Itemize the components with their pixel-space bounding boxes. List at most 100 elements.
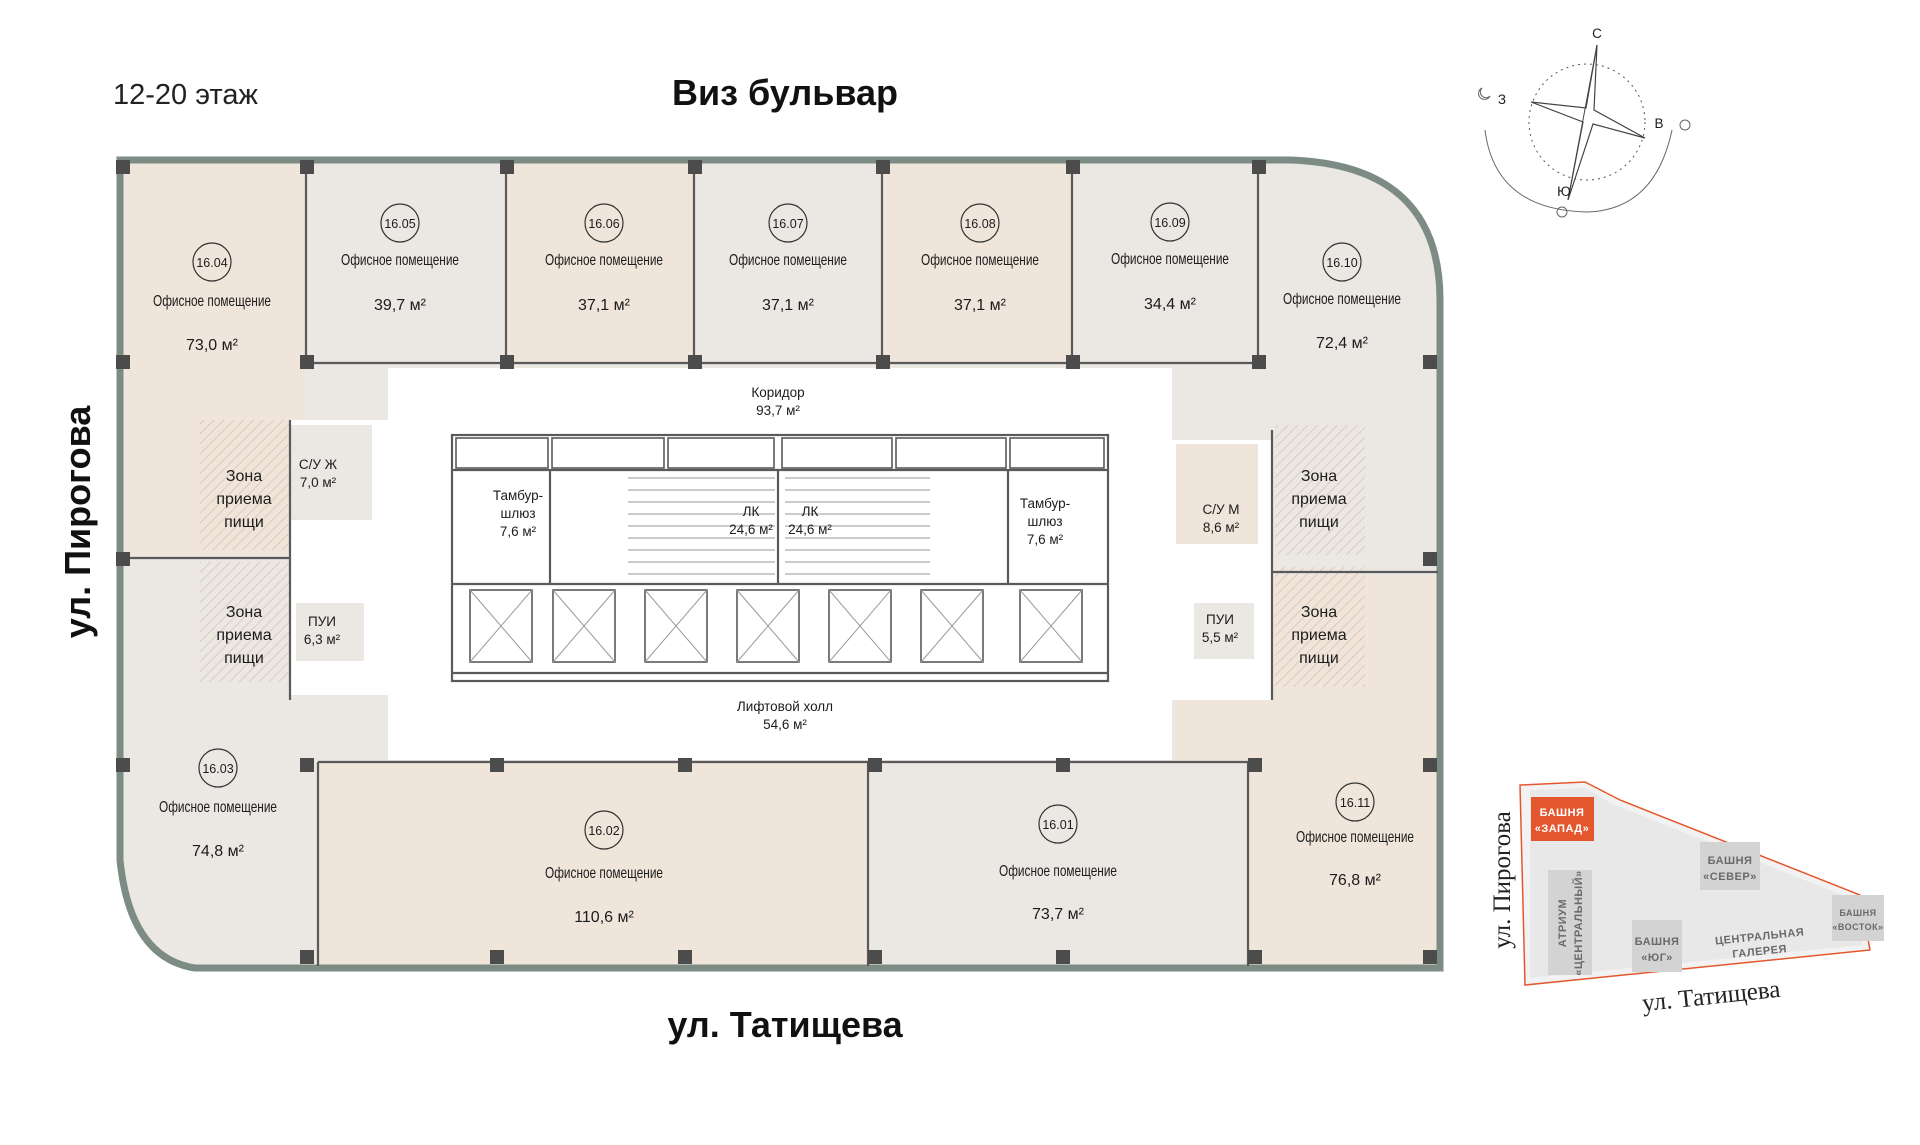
wc-m-area: 8,6 м² (1203, 520, 1240, 535)
office-16-11-badge (1335, 782, 1375, 822)
office-16-10[interactable]: 16.10 Офисное помещение 72,4 м² (1283, 242, 1401, 352)
tower-north-line2: «СЕВЕР» (1703, 871, 1757, 883)
office-16-09[interactable]: 16.09 Офисное помещение 34,4 м² (1111, 202, 1229, 313)
tower-east-line1: БАШНЯ (1839, 908, 1876, 918)
tambur-left-name2: шлюз (500, 506, 535, 521)
partitions (122, 163, 1438, 966)
office-16-03-name: Офисное помещение (159, 799, 277, 816)
wc-f-fill (290, 425, 372, 520)
food-zone-line3: пищи (1299, 650, 1339, 667)
stairs (628, 477, 930, 575)
office-16-05-area: 39,7 м² (374, 297, 427, 314)
food-zone-line1: Зона (226, 604, 262, 621)
pui-left-name: ПУИ (308, 614, 336, 629)
food-zone-right-top-hatch (1275, 425, 1365, 555)
sun-south-icon (1556, 206, 1568, 218)
structural-columns (116, 160, 1437, 964)
food-zone-right-bottom-hatch (1275, 567, 1365, 687)
food-zone-line3: пищи (224, 514, 264, 531)
office-16-08-name: Офисное помещение (921, 252, 1039, 269)
office-16-02-badge (584, 810, 624, 850)
compass-east: В (1654, 116, 1663, 131)
office-16-07-id: 16.07 (772, 217, 803, 231)
office-16-05[interactable]: 16.05 Офисное помещение 39,7 м² (341, 203, 459, 314)
office-16-11-id: 16.11 (1340, 796, 1370, 810)
office-16-06-badge (584, 203, 624, 243)
pui-right-area: 5,5 м² (1202, 630, 1239, 645)
office-zone-16-06 (506, 163, 694, 363)
office-16-06[interactable]: 16.06 Офисное помещение 37,1 м² (545, 203, 663, 314)
elevator-crosses (469, 589, 1083, 663)
office-16-10-badge (1322, 242, 1362, 282)
tower-east-block (1832, 895, 1884, 941)
food-zone-line2: приема (1291, 491, 1346, 508)
lift-hall-area: 54,6 м² (763, 717, 807, 732)
tower-west-block (1531, 797, 1594, 841)
site-inner (1530, 788, 1862, 978)
tambur-right-name2: шлюз (1027, 514, 1062, 529)
office-16-05-badge (380, 203, 420, 243)
office-16-09-area: 34,4 м² (1144, 296, 1197, 313)
compass-north: С (1592, 26, 1602, 41)
office-zone-16-02 (318, 762, 868, 965)
pui-left-fill (296, 603, 364, 661)
food-zone-line3: пищи (224, 650, 264, 667)
lift-hall-name: Лифтовой холл (737, 699, 833, 714)
office-16-11-area: 76,8 м² (1329, 872, 1382, 889)
office-16-08[interactable]: 16.08 Офисное помещение 37,1 м² (921, 203, 1039, 314)
corridor-area: 93,7 м² (756, 403, 800, 418)
atrium-line1: АТРИУМ (1557, 899, 1569, 947)
pui-left-area: 6,3 м² (304, 632, 341, 647)
wc-f-area: 7,0 м² (300, 475, 337, 490)
office-zone-16-08 (882, 163, 1072, 363)
tower-south-line2: «ЮГ» (1641, 952, 1672, 964)
office-16-04-badge (192, 242, 232, 282)
tower-north-block (1700, 842, 1760, 890)
food-zone-line1: Зона (1301, 604, 1337, 621)
core-storage-blocks (455, 437, 1105, 469)
office-16-02-id: 16.02 (588, 824, 619, 838)
office-16-02[interactable]: 16.02 Офисное помещение 110,6 м² (545, 810, 663, 926)
office-16-03-id: 16.03 (202, 762, 233, 776)
food-zone-line1: Зона (1301, 468, 1337, 485)
outer-wall (116, 156, 1444, 972)
office-16-07-area: 37,1 м² (762, 297, 815, 314)
food-zone-left-bottom: Зона приема пищи (216, 604, 271, 667)
office-16-08-badge (960, 203, 1000, 243)
street-bottom-label: ул. Татищева (667, 1004, 903, 1045)
compass: С З В Ю (1478, 26, 1691, 218)
office-16-11[interactable]: 16.11 Офисное помещение 76,8 м² (1296, 782, 1414, 889)
pui-right-name: ПУИ (1206, 612, 1234, 627)
office-16-07[interactable]: 16.07 Офисное помещение 37,1 м² (729, 203, 847, 314)
office-16-02-name: Офисное помещение (545, 865, 663, 882)
building-floor (116, 156, 1444, 972)
compass-south: Ю (1557, 184, 1571, 199)
site-street-left: ул. Пирогова (1489, 811, 1516, 949)
office-16-06-area: 37,1 м² (578, 297, 631, 314)
wc-m-name: С/У М (1202, 502, 1239, 517)
office-16-03-badge (198, 748, 238, 788)
office-16-04[interactable]: 16.04 Офисное помещение 73,0 м² (153, 242, 271, 354)
sun-east-icon (1679, 119, 1691, 131)
stair-left-area: 24,6 м² (729, 522, 773, 537)
office-16-07-name: Офисное помещение (729, 252, 847, 269)
office-16-01[interactable]: 16.01 Офисное помещение 73,7 м² (999, 804, 1117, 923)
tower-south-block (1632, 920, 1682, 972)
office-16-02-area: 110,6 м² (574, 909, 634, 926)
stair-right-name: ЛК (802, 504, 819, 519)
floor-label: 12-20 этаж (113, 79, 258, 111)
food-zone-left-bottom-hatch (200, 562, 290, 682)
core-white (388, 368, 1172, 760)
office-16-01-id: 16.01 (1042, 818, 1073, 832)
office-16-03[interactable]: 16.03 Офисное помещение 74,8 м² (159, 748, 277, 860)
compass-star-icon (1530, 44, 1646, 201)
food-zone-left-top-hatch (200, 420, 290, 550)
atrium-block (1548, 870, 1592, 975)
office-16-10-area: 72,4 м² (1316, 335, 1369, 352)
office-16-04-name: Офисное помещение (153, 293, 271, 310)
office-16-08-id: 16.08 (964, 217, 995, 231)
tambur-right-name1: Тамбур- (1020, 496, 1070, 511)
compass-ring (1528, 63, 1646, 181)
stair-left-name: ЛК (743, 504, 760, 519)
